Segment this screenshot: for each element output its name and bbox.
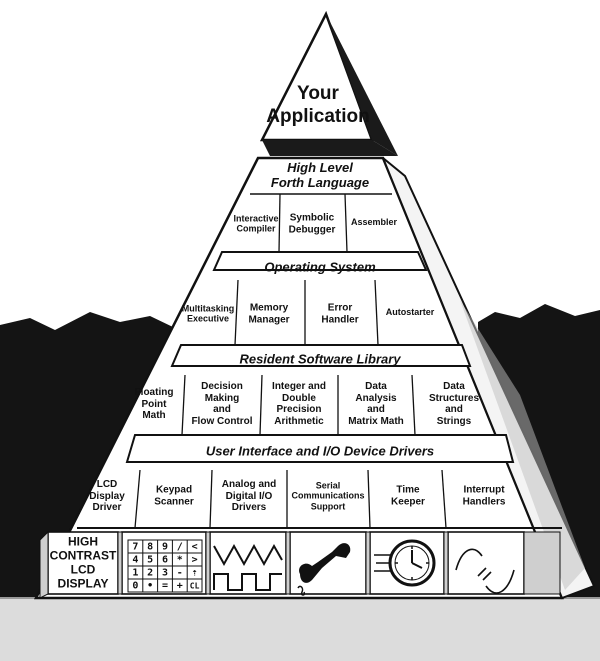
divider xyxy=(209,469,213,529)
lcd-display-label: HIGH CONTRAST LCD DISPLAY xyxy=(49,534,117,592)
box-time-keeper: Time Keeper xyxy=(391,484,425,508)
keypad-key: 1 xyxy=(132,566,139,578)
box-symbolic-debugger: Symbolic Debugger xyxy=(288,212,336,236)
box-autostarter: Autostarter xyxy=(385,306,435,317)
keypad-key: ⇡ xyxy=(191,566,198,578)
ground xyxy=(0,598,600,661)
box-analog-digital-io: Analog and Digital I/O Drivers xyxy=(221,478,277,513)
box-error-handler: Error Handler xyxy=(321,302,359,326)
keypad-key: 4 xyxy=(132,553,139,565)
keypad-key: 6 xyxy=(161,553,169,565)
box-interrupt-handlers: Interrupt Handlers xyxy=(462,484,506,508)
keypad-key: CL xyxy=(189,580,200,590)
tier-header-io-drivers: User Interface and I/O Device Drivers xyxy=(205,443,435,459)
base-facets xyxy=(39,530,561,599)
divider xyxy=(411,374,416,436)
box-integer-arithmetic: Integer and Double Precision Arithmetic xyxy=(272,381,326,427)
keypad-key: = xyxy=(161,579,169,591)
box-keypad-scanner: Keypad Scanner xyxy=(154,484,194,508)
divider xyxy=(181,374,186,436)
keypad-key: + xyxy=(176,579,183,591)
apex-label: Your Application xyxy=(266,83,370,127)
divider xyxy=(259,374,263,436)
divider xyxy=(278,193,281,253)
tier-band-3 xyxy=(125,434,515,463)
tier-header-forth: High Level Forth Language xyxy=(270,160,370,190)
keypad-key: > xyxy=(191,553,198,565)
box-data-structures: Data Structures and Strings xyxy=(428,381,480,427)
clock-icon xyxy=(374,539,436,587)
tier-band-1 xyxy=(212,251,428,271)
keypad-key: 3 xyxy=(161,566,169,578)
keypad-key: 0 xyxy=(132,579,139,591)
divider xyxy=(134,469,141,529)
box-assembler: Assembler xyxy=(350,216,398,227)
keypad-grid xyxy=(127,539,203,593)
telephone-icon xyxy=(297,543,351,596)
divider xyxy=(234,279,239,346)
box-lcd-display-driver: LCD Display Driver xyxy=(89,478,125,513)
box-interactive-compiler: Interactive Compiler xyxy=(233,213,279,234)
apex-side xyxy=(326,14,398,156)
waveform-icon xyxy=(213,543,283,591)
box-memory-manager: Memory Manager xyxy=(248,302,290,326)
tier-band-2 xyxy=(170,344,472,367)
box-serial-communications: Serial Communications Support xyxy=(291,480,365,512)
keypad-key: * xyxy=(176,553,183,565)
divider xyxy=(344,193,348,253)
keypad-key: 7 xyxy=(132,540,139,552)
tier-header-os: Operating System xyxy=(264,259,376,275)
keypad-key: 9 xyxy=(161,540,169,552)
box-multitasking-executive: Multitasking Executive xyxy=(181,303,235,324)
tier-header-library: Resident Software Library xyxy=(239,351,401,367)
pyramid-side-shade xyxy=(460,300,585,590)
keypad-key: • xyxy=(147,579,154,591)
apex-underside xyxy=(262,140,398,156)
box-data-analysis: Data Analysis and Matrix Math xyxy=(348,381,404,427)
keypad-key: < xyxy=(191,540,198,552)
keypad-key: - xyxy=(176,566,183,578)
box-decision-making: Decision Making and Flow Control xyxy=(191,381,253,427)
interrupt-signal-icon xyxy=(455,548,515,594)
keypad-key: / xyxy=(176,540,183,552)
keypad-key: 2 xyxy=(147,566,154,578)
divider xyxy=(441,469,447,529)
divider xyxy=(374,279,379,346)
divider xyxy=(367,469,371,529)
keypad-key: 8 xyxy=(147,540,154,552)
keypad-key: 5 xyxy=(147,553,154,565)
box-floating-point-math: Floating Point Math xyxy=(134,386,174,421)
